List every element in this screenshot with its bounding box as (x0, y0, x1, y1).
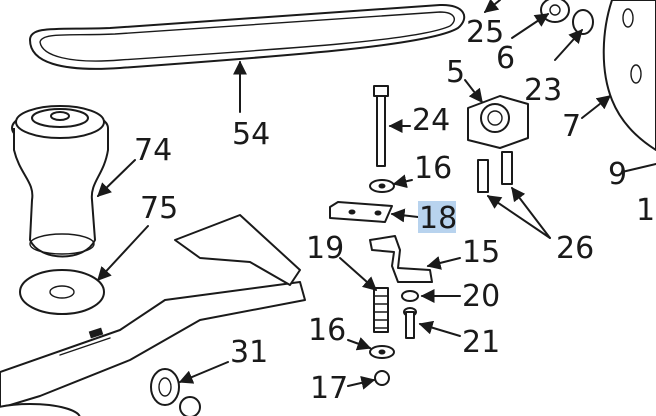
callout-75: 75 (140, 191, 178, 226)
callout-24: 24 (412, 103, 450, 138)
callout-10: 10 (636, 193, 656, 228)
highlight-box-18 (418, 201, 456, 233)
nut-part-17 (374, 370, 390, 386)
washer-part-75 (19, 269, 105, 315)
spring-part-19 (373, 287, 389, 333)
callout-74: 74 (134, 133, 172, 168)
callout-23: 23 (524, 73, 562, 108)
callout-26: 26 (556, 231, 594, 266)
callout-21: 21 (462, 325, 500, 360)
bearing-block-part-5 (467, 95, 529, 193)
callout-19: 19 (306, 231, 344, 266)
bushing-part-23 (572, 9, 594, 35)
callout-6: 6 (496, 41, 515, 76)
callout-18: 18 (419, 201, 457, 236)
washer-part-16-top (369, 179, 395, 193)
disc-part-7 (602, 0, 656, 151)
belt-part-54 (29, 3, 466, 70)
nut-part-20 (401, 290, 419, 302)
blade-part (0, 214, 306, 409)
callout-7: 7 (562, 109, 581, 144)
callout-16-top: 16 (414, 151, 452, 186)
bracket-part-15 (369, 235, 433, 283)
hub-part-6 (540, 0, 570, 23)
callout-31: 31 (230, 335, 268, 370)
leader-lines (96, 0, 656, 390)
callout-16-bottom: 16 (308, 313, 346, 348)
bracket-part-18 (329, 201, 393, 223)
washer-part-16-bottom (369, 345, 395, 359)
callout-25: 25 (466, 15, 504, 50)
spindle-part-31 (0, 368, 201, 416)
pulley-part-74 (11, 105, 109, 258)
callout-54: 54 (232, 117, 270, 152)
callout-15: 15 (462, 235, 500, 270)
callout-17: 17 (310, 371, 348, 406)
pin-part-21 (403, 307, 417, 339)
bolt-part-24 (373, 85, 389, 167)
callout-20: 20 (462, 279, 500, 314)
callout-9: 9 (608, 157, 627, 192)
callout-5: 5 (446, 55, 465, 90)
